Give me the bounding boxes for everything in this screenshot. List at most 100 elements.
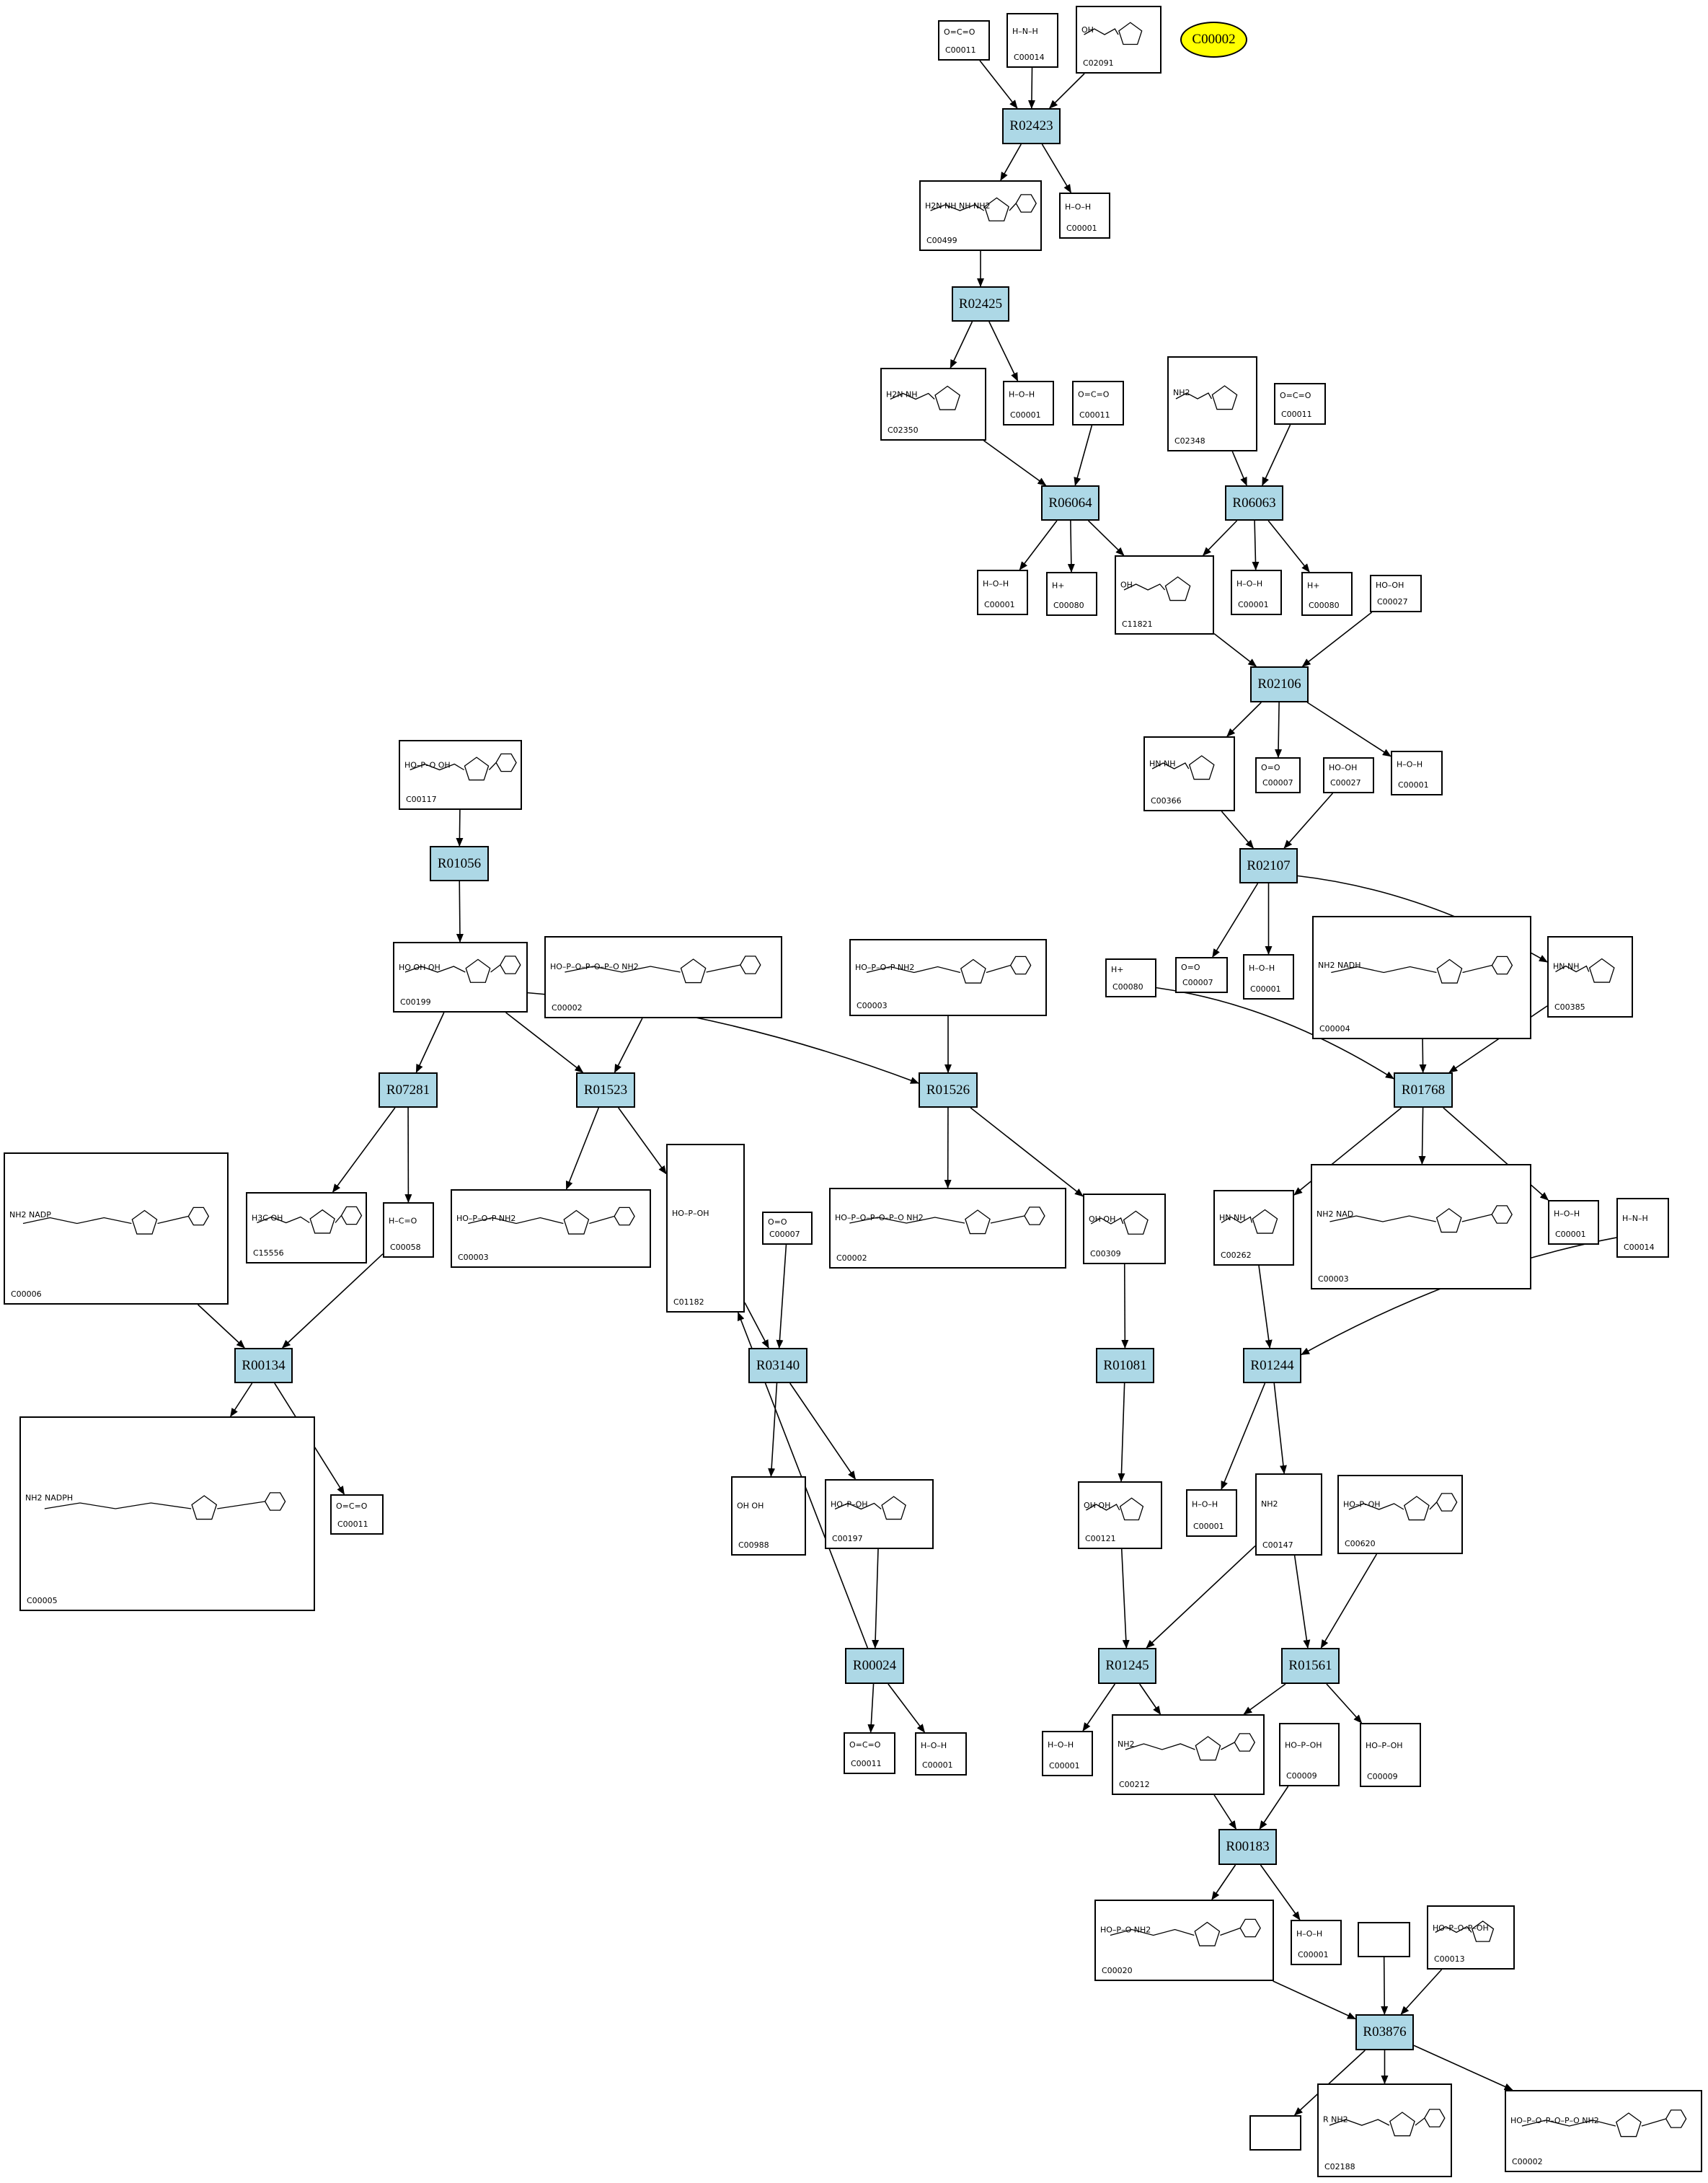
compound-label: C00001: [922, 1760, 953, 1770]
reaction-node-r01056[interactable]: R01056: [430, 846, 489, 881]
structure-drawing: HO–OH: [1329, 763, 1357, 772]
structure-formula: HO–P–O–P–OH: [1433, 1923, 1489, 1933]
reaction-node-r06063[interactable]: R06063: [1225, 485, 1283, 521]
reaction-node-r01244[interactable]: R01244: [1243, 1348, 1301, 1383]
reaction-node-r01526[interactable]: R01526: [919, 1072, 978, 1108]
reaction-node-r07281[interactable]: R07281: [379, 1072, 438, 1108]
compound-node-c00080_c[interactable]: H+C00080: [1105, 958, 1156, 997]
edge-r01056-to-c00199: [456, 881, 464, 943]
reaction-node-r01523[interactable]: R01523: [576, 1072, 635, 1108]
reaction-node-r00183[interactable]: R00183: [1218, 1829, 1277, 1865]
reaction-node-r00134[interactable]: R00134: [234, 1348, 293, 1383]
reaction-node-r01081[interactable]: R01081: [1096, 1348, 1154, 1383]
edge-c00620-to-r01561: [1320, 1553, 1378, 1649]
compound-node-c00080_a[interactable]: H+C00080: [1046, 572, 1097, 616]
reaction-node-r02106[interactable]: R02106: [1250, 666, 1309, 702]
structure-drawing: HN NH: [1219, 1209, 1278, 1234]
reaction-node-r02425[interactable]: R02425: [952, 286, 1009, 322]
reaction-node-r02107[interactable]: R02107: [1239, 848, 1298, 883]
structure-drawing: HO–P–O NH2: [1100, 1918, 1261, 1946]
structure-formula: NH2: [1173, 388, 1190, 397]
structure-formula: H–O–H: [1065, 203, 1091, 212]
structure-drawing: HO–P–O–P NH2: [855, 956, 1032, 984]
reaction-node-r03876[interactable]: R03876: [1355, 2014, 1414, 2050]
reaction-node-r01561[interactable]: R01561: [1281, 1648, 1340, 1684]
structure-drawing: NH2: [1173, 385, 1238, 410]
reaction-node-r00024[interactable]: R00024: [845, 1648, 904, 1684]
structure-formula: OH OH: [1084, 1501, 1110, 1510]
structure-drawing: H2N NH: [886, 385, 961, 410]
structure-formula: HO–P–OH: [672, 1209, 709, 1218]
edge-c00006-to-r00134: [198, 1304, 245, 1349]
reaction-node-r03140[interactable]: R03140: [748, 1348, 807, 1383]
reaction-node-r06064[interactable]: R06064: [1041, 485, 1099, 521]
reaction-node-r02423[interactable]: R02423: [1002, 108, 1061, 144]
reaction-node-r01768[interactable]: R01768: [1394, 1072, 1453, 1108]
edge-r01245-to-c00001_j: [1082, 1683, 1116, 1732]
compound-node-c00080_b[interactable]: H+C00080: [1301, 572, 1353, 616]
compound-label: C00001: [1250, 984, 1281, 994]
structure-drawing: [1359, 1923, 1412, 1947]
compound-node-empty_a[interactable]: [1358, 1922, 1410, 1957]
compound-node-empty_b[interactable]: [1249, 2115, 1301, 2151]
reaction-node-r01245[interactable]: R01245: [1098, 1648, 1156, 1684]
